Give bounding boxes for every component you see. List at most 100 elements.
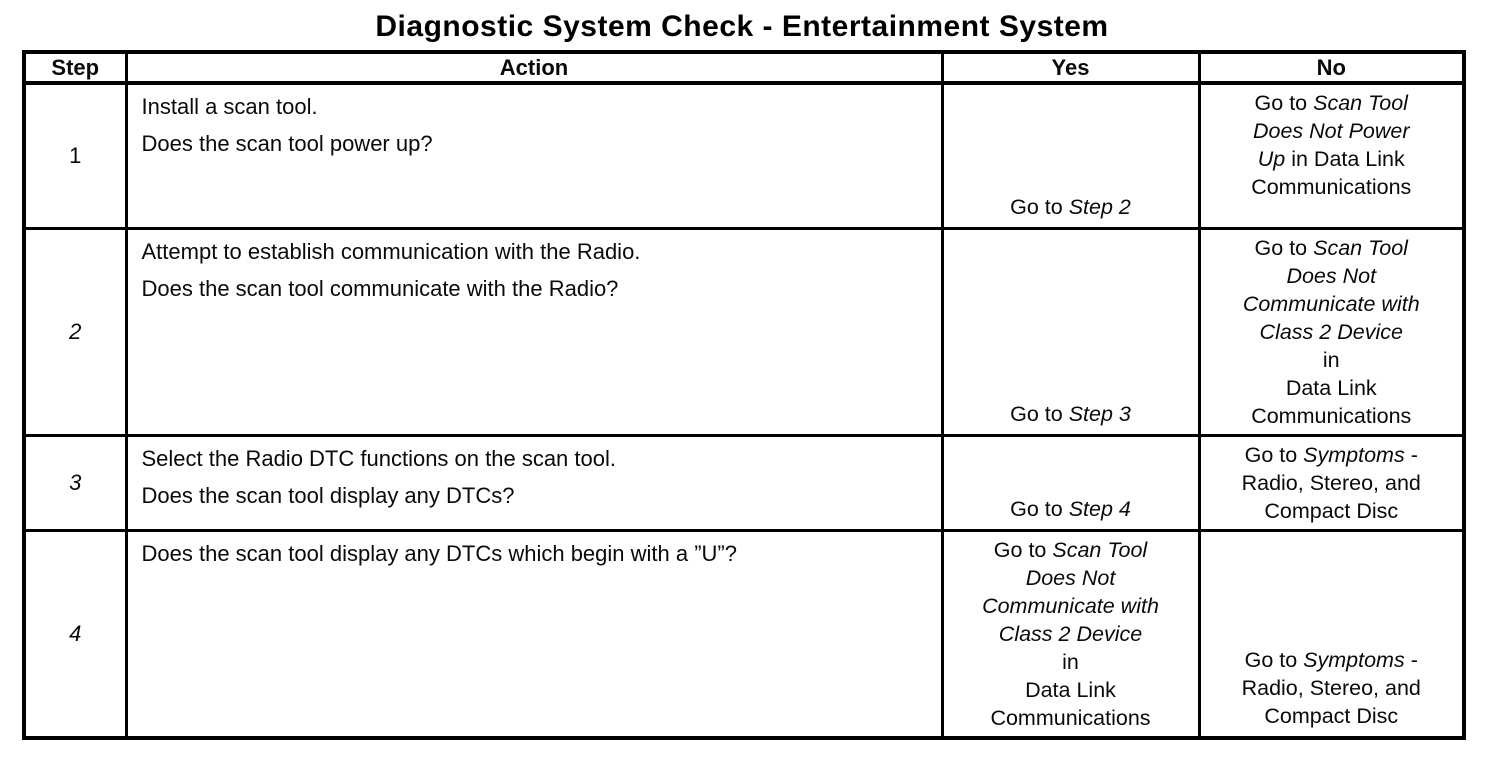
cell-line: Radio, Stereo, and: [1207, 469, 1457, 497]
step-cell: 4: [22, 528, 128, 739]
action-line: Select the Radio DTC functions on the sc…: [141, 445, 616, 471]
cell-line: in: [950, 648, 1192, 676]
plain-text: Communications: [1251, 403, 1412, 428]
cell-line: Communications: [1207, 173, 1457, 201]
plain-text: Go to: [1010, 194, 1069, 219]
action-cell: Attempt to establish communication with …: [124, 226, 944, 437]
cell-line: Does Not Power: [1207, 117, 1457, 145]
cell-line: Communications: [1207, 402, 1457, 430]
plain-text: Radio, Stereo, and: [1241, 470, 1421, 495]
italic-reference-text: Step 3: [1068, 401, 1131, 426]
italic-reference-text: Up: [1257, 147, 1286, 171]
cell-line: Go to Scan Tool: [950, 536, 1192, 564]
table-row: 3 Select the Radio DTC functions on the s…: [22, 433, 1466, 532]
action-cell: Install a scan tool. Does the scan tool p…: [124, 81, 944, 230]
plain-text: in Data Link: [1285, 147, 1405, 171]
plain-text: Go to: [1244, 647, 1304, 672]
plain-text: Go to: [1254, 235, 1314, 260]
cell-line: Go to Scan Tool: [1207, 234, 1457, 262]
italic-reference-text: Scan Tool: [1313, 91, 1408, 115]
plain-text: Communications: [990, 705, 1151, 730]
cell-line: Compact Disc: [1207, 497, 1457, 525]
cell-line: Does Not: [950, 564, 1192, 592]
italic-reference-text: Step 2: [1068, 194, 1131, 219]
italic-reference-text: Does Not: [1286, 263, 1377, 288]
cell-line: Class 2 Device: [1207, 318, 1457, 346]
cell-line: Go to Symptoms -: [1207, 441, 1457, 469]
header-row: Step Action Yes No: [22, 50, 1466, 85]
cell-line: Go to Step 2: [950, 193, 1192, 221]
action-line: Does the scan tool power up?: [141, 131, 433, 156]
action-line: Install a scan tool.: [141, 94, 318, 119]
plain-text: in: [1322, 347, 1340, 372]
yes-cell: Go to Step 3: [940, 226, 1201, 437]
cell-line: Communications: [950, 704, 1192, 732]
plain-text: -: [1404, 442, 1418, 467]
plain-text: Go to: [1244, 442, 1304, 467]
action-cell: Select the Radio DTC functions on the sc…: [124, 433, 944, 532]
cell-line: Data Link: [950, 676, 1192, 704]
action-line: Does the scan tool display any DTCs whic…: [141, 540, 738, 566]
cell-line: Go to Step 3: [950, 400, 1192, 428]
plain-text: -: [1404, 647, 1418, 672]
cell-line: Data Link: [1207, 374, 1457, 402]
cell-line: Up in Data Link: [1207, 145, 1457, 173]
cell-line: Go to Symptoms -: [1207, 646, 1457, 674]
column-header-yes: Yes: [940, 50, 1201, 85]
plain-text: Radio, Stereo, and: [1241, 675, 1421, 700]
action-line: Does the scan tool display any DTCs?: [141, 482, 515, 508]
cell-line: Go to Step 4: [950, 495, 1192, 523]
cell-line: Class 2 Device: [950, 620, 1192, 648]
italic-reference-text: Symptoms: [1303, 442, 1405, 467]
table-row: 4 Does the scan tool display any DTCs whi…: [22, 528, 1466, 739]
italic-reference-text: Communicate with: [1242, 291, 1420, 316]
plain-text: Compact Disc: [1264, 703, 1399, 728]
plain-text: Communications: [1251, 175, 1412, 199]
action-cell: Does the scan tool display any DTCs whic…: [124, 528, 944, 739]
action-line: Does the scan tool communicate with the …: [141, 275, 619, 301]
cell-line: in: [1207, 346, 1457, 374]
italic-reference-text: Class 2 Device: [1259, 319, 1403, 344]
plain-text: Go to: [1254, 91, 1314, 115]
cell-line: Communicate with: [950, 592, 1192, 620]
yes-cell: Go to Step 2: [940, 81, 1201, 230]
cell-line: Radio, Stereo, and: [1207, 674, 1457, 702]
italic-reference-text: Does Not: [1025, 565, 1116, 590]
table-body: 1 Install a scan tool. Does the scan tool …: [22, 81, 1466, 739]
italic-reference-text: Scan Tool: [1313, 235, 1408, 260]
plain-text: Data Link: [1285, 375, 1377, 400]
italic-reference-text: Class 2 Device: [998, 621, 1143, 646]
column-header-step: Step: [22, 50, 128, 85]
cell-line: Compact Disc: [1207, 702, 1457, 730]
table-row: 1 Install a scan tool. Does the scan tool …: [22, 81, 1466, 230]
italic-reference-text: Does Not Power: [1252, 119, 1410, 143]
cell-line: Communicate with: [1207, 290, 1457, 318]
step-cell: 2: [22, 226, 128, 437]
cell-line: Go to Scan Tool: [1207, 89, 1457, 117]
italic-reference-text: Communicate with: [982, 593, 1159, 618]
plain-text: Go to: [993, 537, 1053, 562]
plain-text: Go to: [1010, 496, 1069, 521]
step-cell: 1: [22, 81, 128, 230]
action-line: Attempt to establish communication with …: [141, 238, 641, 264]
italic-reference-text: Symptoms: [1303, 647, 1405, 672]
italic-reference-text: Step 4: [1068, 496, 1131, 521]
step-cell: 3: [22, 433, 128, 532]
plain-text: Data Link: [1025, 677, 1116, 702]
yes-cell: Go to Step 4: [940, 433, 1201, 532]
plain-text: in: [1062, 649, 1079, 674]
italic-reference-text: Scan Tool: [1052, 537, 1148, 562]
table-row: 2 Attempt to establish communication with…: [22, 226, 1466, 437]
column-header-action: Action: [124, 50, 944, 85]
column-header-no: No: [1197, 50, 1466, 85]
plain-text: Go to: [1010, 401, 1069, 426]
cell-line: Does Not: [1207, 262, 1457, 290]
page-title: Diagnostic System Check - Entertainment …: [375, 10, 1109, 43]
